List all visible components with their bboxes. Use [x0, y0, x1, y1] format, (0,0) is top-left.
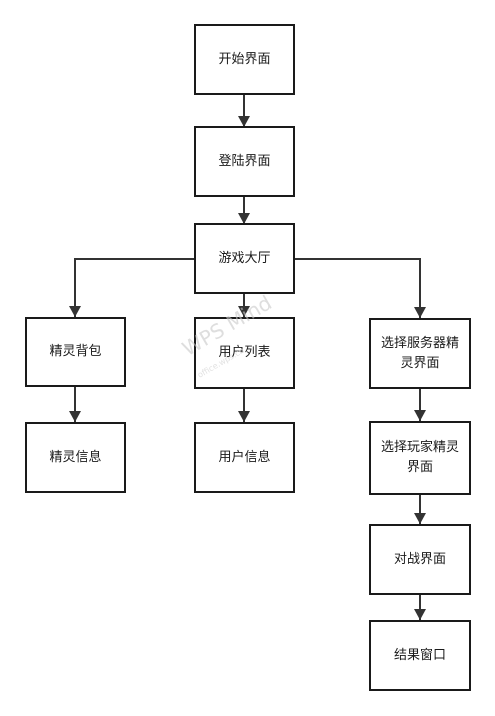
node-lobby[interactable]: 游戏大厅 — [194, 223, 295, 294]
node-sprite-info-label: 精灵信息 — [49, 449, 102, 465]
node-result-label: 结果窗口 — [393, 647, 446, 663]
node-backpack[interactable]: 精灵背包 — [25, 317, 126, 387]
node-login[interactable]: 登陆界面 — [194, 126, 295, 197]
node-battle-label: 对战界面 — [393, 551, 446, 567]
node-start[interactable]: 开始界面 — [194, 24, 295, 95]
edge-lobby-selectserver — [294, 258, 421, 318]
node-result[interactable]: 结果窗口 — [369, 620, 471, 691]
node-battle[interactable]: 对战界面 — [369, 524, 471, 595]
node-login-label: 登陆界面 — [218, 153, 271, 169]
node-sprite-info[interactable]: 精灵信息 — [25, 422, 126, 493]
node-select-server[interactable]: 选择服务器精灵界面 — [369, 318, 471, 389]
node-start-label: 开始界面 — [218, 51, 271, 67]
node-user-list[interactable]: 用户列表 — [194, 317, 295, 389]
node-backpack-label: 精灵背包 — [49, 344, 102, 359]
node-user-list-label: 用户列表 — [218, 345, 271, 360]
node-select-player-label: 选择玩家精灵界面 — [380, 440, 459, 475]
node-lobby-label: 游戏大厅 — [218, 250, 271, 266]
edge-lobby-backpack — [74, 258, 194, 317]
node-select-player[interactable]: 选择玩家精灵界面 — [369, 421, 471, 495]
node-select-server-label: 选择服务器精灵界面 — [380, 335, 459, 371]
node-user-info-label: 用户信息 — [218, 449, 271, 465]
node-user-info[interactable]: 用户信息 — [194, 422, 295, 493]
